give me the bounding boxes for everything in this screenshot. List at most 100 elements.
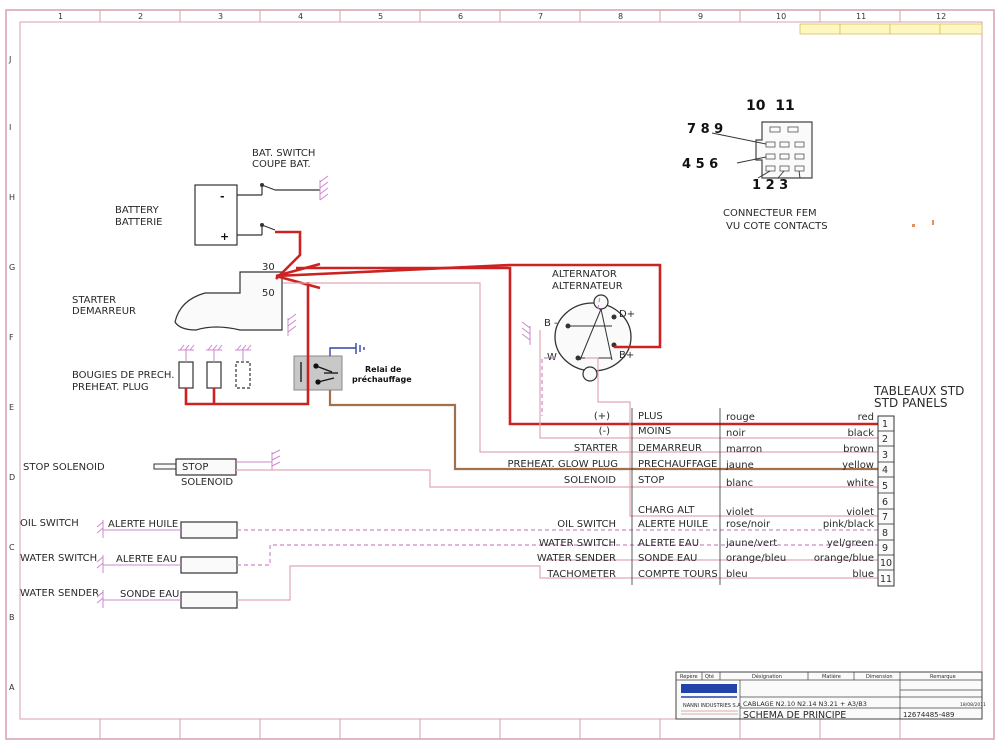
alternator-label-2: ALTERNATEUR	[552, 281, 623, 292]
wire-glow-red	[184, 282, 310, 406]
panel-pin-11: 11	[880, 574, 892, 585]
sonde-eau-label: SONDE EAU	[120, 589, 179, 600]
glow-plugs-section: BOUGIES DE PRECH. PREHEAT. PLUG	[72, 344, 252, 393]
battery-section: BAT. SWITCH COUPE BAT. BATTERY BATTERIE …	[115, 148, 329, 246]
wire-battery-plus	[275, 230, 302, 280]
panel-left-3: STARTER	[574, 443, 618, 454]
panel-left-5: SOLENOID	[564, 475, 616, 486]
panel-pin-9: 9	[882, 543, 888, 554]
frame-row-i: I	[9, 123, 11, 132]
frame-col-4: 4	[298, 12, 303, 21]
panel-mid-4: PRECHAUFFAGE	[638, 459, 717, 470]
alternator-section: ALTERNATOR ALTERNATEUR B - D+ W B+	[521, 269, 635, 382]
panel-pin-5: 5	[882, 481, 888, 492]
bat-switch-label-1: BAT. SWITCH	[252, 148, 315, 159]
wire-stop-white	[236, 469, 878, 488]
panel-pin-7: 7	[882, 512, 888, 523]
nanni-logo	[681, 684, 737, 698]
connector-pins-row3: 4 5 6	[682, 157, 718, 172]
panel-en-1: red	[858, 412, 874, 423]
panel-mid-9: ALERTE EAU	[638, 538, 699, 549]
water-sender-label: WATER SENDER	[20, 588, 99, 599]
glow-plug-1	[178, 361, 194, 389]
alternator-b-plus: B+	[619, 350, 634, 361]
panel-mid-10: SONDE EAU	[638, 553, 697, 564]
wires	[184, 230, 878, 601]
preheat-relay: Relai de préchauffage	[293, 343, 412, 391]
starter-section: STARTER DEMARREUR 30 50	[72, 262, 297, 336]
frame-col-7: 7	[538, 12, 543, 21]
connector-diagram: 10 11 7 8 9 4 5 6 1 2 3 CONNECTEUR FEM V…	[682, 98, 934, 232]
bat-switch-label-2: COUPE BAT.	[252, 159, 311, 170]
frame-col-12: 12	[936, 12, 946, 21]
water-switch-box	[180, 556, 238, 574]
alternator-label-1: ALTERNATOR	[552, 269, 617, 280]
panel-en-6: violet	[846, 507, 874, 518]
panel-pin-10: 10	[880, 558, 892, 569]
panel-title-1: TABLEAUX STD	[873, 384, 964, 398]
frame-col-8: 8	[618, 12, 623, 21]
panel-fr-10: orange/bleu	[726, 553, 786, 564]
connector-title-1: CONNECTEUR FEM	[723, 208, 817, 219]
frame-col-10: 10	[776, 12, 786, 21]
revision-boxes	[799, 23, 983, 35]
tb-h-dimension: Dimension	[866, 674, 893, 680]
tb-cablage: CABLAGE N2.10 N2.14 N3.21 + A3/B3	[743, 700, 867, 708]
panel-en-10: orange/blue	[814, 553, 874, 564]
panel-fr-11: bleu	[726, 569, 748, 580]
frame-row-a: A	[9, 683, 15, 692]
panel-fr-9: jaune/vert	[725, 538, 777, 549]
panel-en-9: yel/green	[827, 538, 874, 549]
panel-left-9: WATER SWITCH	[539, 538, 616, 549]
tb-h-qte: Qté	[705, 673, 714, 680]
connector-body	[755, 121, 813, 179]
connector-pins-top: 10 11	[746, 98, 795, 114]
panel-mid-6: CHARG ALT	[638, 505, 695, 516]
frame-col-3: 3	[218, 12, 223, 21]
connector-title-2: VU COTE CONTACTS	[726, 221, 828, 232]
panel-fr-2: noir	[726, 428, 746, 439]
panel-en-4: yellow	[842, 460, 874, 471]
panel-fr-3: marron	[726, 444, 762, 455]
starter-label-2: DEMARREUR	[72, 306, 136, 317]
panel-title-2: STD PANELS	[874, 396, 948, 410]
wire-minus	[539, 330, 878, 439]
connector-pins-bottom: 1 2 3	[752, 178, 788, 193]
relay-label-1: Relai de	[365, 365, 402, 374]
panel-mid-8: ALERTE HUILE	[638, 519, 708, 530]
wire-preheat-brown	[328, 390, 878, 471]
panel-mid-11: COMPTE TOURS	[638, 569, 718, 580]
panel-en-5: white	[847, 478, 874, 489]
battery-plus: +	[220, 230, 229, 243]
frame-row-d: D	[9, 473, 15, 482]
sensors-section: STOP SOLENOID STOP SOLENOID OIL SWITCH A…	[20, 449, 281, 609]
drawing-frame: 1 2 3 4 5 6 7 8 9 10 11 12 J I H G F E D…	[5, 9, 995, 740]
stop-solenoid-box	[175, 458, 237, 476]
tb-h-repere: Repère	[680, 673, 698, 680]
ground-blue-icon	[329, 343, 365, 356]
alternator-d-plus: D+	[619, 309, 635, 320]
panel-left-10: WATER SENDER	[537, 553, 616, 564]
panel-left-4: PREHEAT. GLOW PLUG	[507, 459, 618, 470]
title-block: Repère Qté Désignation Matière Dimension…	[675, 671, 986, 721]
frame-col-9: 9	[698, 12, 703, 21]
panel-mid-5: STOP	[638, 475, 664, 486]
glow-plug-3	[235, 361, 251, 389]
battery-label-2: BATTERIE	[115, 217, 163, 228]
frame-row-h: H	[9, 193, 15, 202]
alternator-b-minus: B -	[544, 318, 558, 329]
connector-pins-row2: 7 8 9	[687, 122, 723, 137]
panel-pin-1: 1	[882, 419, 888, 430]
tb-company: NANNI INDUSTRIES S.A.	[683, 703, 743, 709]
panel-left-1: (+)	[594, 411, 610, 422]
frame-col-6: 6	[458, 12, 463, 21]
panel-pin-3: 3	[882, 450, 888, 461]
panel-left-8: OIL SWITCH	[557, 519, 616, 530]
panel-fr-6: violet	[726, 507, 754, 518]
tb-h-designation: Désignation	[752, 673, 782, 680]
panel-pin-6: 6	[882, 497, 888, 508]
battery-symbol	[194, 184, 238, 246]
panel-mid-3: DEMARREUR	[638, 443, 702, 454]
water-sender-box	[180, 591, 238, 609]
frame-row-g: G	[9, 263, 15, 272]
